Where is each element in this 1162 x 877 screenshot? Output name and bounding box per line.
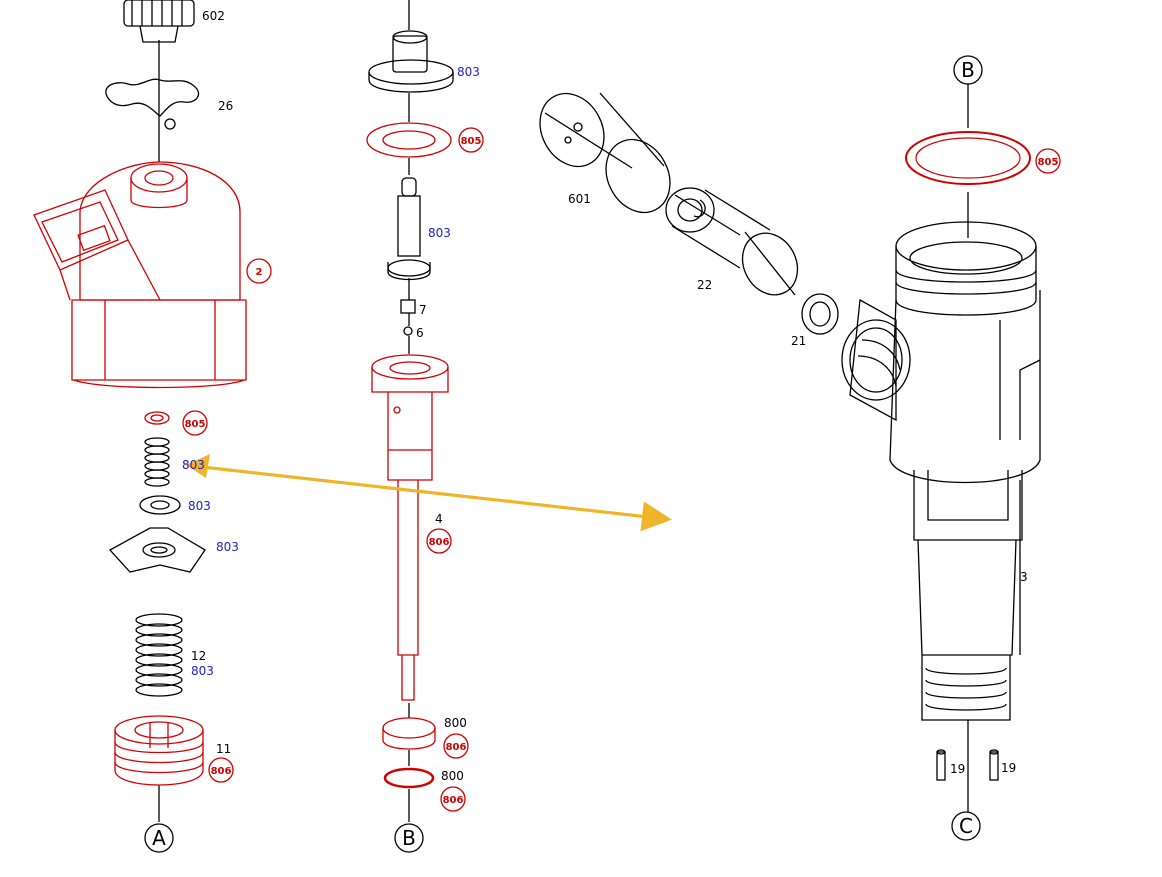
label-803-top: 803	[457, 65, 480, 79]
clip-washer-part	[139, 495, 181, 515]
valve-head-part	[368, 30, 454, 93]
label-806-4: 806	[429, 537, 450, 548]
threaded-plug-22-part	[665, 187, 799, 296]
injector-body-part	[841, 221, 1041, 721]
callout-c-text: C	[959, 814, 973, 838]
highlight-arrow-head	[186, 454, 210, 478]
wire-clip-part	[105, 78, 200, 117]
label-803-armature: 803	[216, 540, 239, 554]
label-806-11: 806	[211, 766, 232, 777]
label-806-b: 806	[443, 795, 464, 806]
solenoid-body-part	[33, 161, 247, 389]
seal-ring-part	[366, 122, 452, 158]
locating-pin-left-part	[936, 749, 946, 781]
locating-pin-right-part	[989, 749, 999, 781]
label-19-a: 19	[950, 762, 965, 776]
valve-body-part	[371, 354, 449, 701]
top-seal-ring-part	[905, 131, 1031, 185]
column-c-assembly	[841, 55, 1041, 841]
small-sleeve-part	[400, 299, 416, 314]
large-spring-part	[135, 613, 183, 697]
knurled-cap-part	[123, 0, 195, 43]
label-3: 3	[1020, 570, 1028, 584]
callout-a-text: A	[152, 826, 166, 850]
label-19-b: 19	[1001, 761, 1016, 775]
small-spring-part	[144, 437, 170, 487]
label-4: 4	[435, 512, 443, 526]
highlight-arrow-shaft	[201, 465, 667, 521]
lower-seal-part	[382, 717, 436, 750]
column-a-assembly	[33, 0, 247, 853]
label-803-stem: 803	[428, 226, 451, 240]
part-labels: 602 26 2 805 803 803 803 12 803 11 806 8…	[152, 9, 1058, 850]
label-805-c: 805	[1038, 157, 1059, 168]
label-800-a: 800	[444, 716, 467, 730]
callout-circle-b-bottom	[394, 823, 424, 853]
callout-b-top-text: B	[961, 58, 975, 82]
label-806-a: 806	[446, 742, 467, 753]
valve-stem-part	[387, 177, 431, 281]
label-22: 22	[697, 278, 712, 292]
column-b-assembly	[366, 0, 454, 853]
label-803-spring: 803	[182, 458, 205, 472]
label-6: 6	[416, 326, 424, 340]
label-805-b: 805	[461, 136, 482, 147]
label-805-a: 805	[185, 419, 206, 430]
small-ring-part	[144, 411, 170, 425]
label-7: 7	[419, 303, 427, 317]
small-ball-part	[403, 326, 413, 336]
label-12: 12	[191, 649, 206, 663]
callout-b-bottom-text: B	[402, 826, 416, 850]
label-26: 26	[218, 99, 233, 113]
red-badges	[182, 127, 1061, 812]
label-2: 2	[256, 267, 263, 278]
callout-circle-c	[951, 811, 981, 841]
armature-plate-part	[108, 527, 206, 573]
label-800-b: 800	[441, 769, 464, 783]
connector-assembly	[539, 92, 839, 335]
label-11: 11	[216, 742, 231, 756]
label-803-washer: 803	[188, 499, 211, 513]
threaded-nut-part	[114, 715, 204, 786]
cap-601-part	[539, 92, 671, 214]
label-601: 601	[568, 192, 591, 206]
label-602: 602	[202, 9, 225, 23]
label-21: 21	[791, 334, 806, 348]
callout-circle-a	[144, 823, 174, 853]
washer-21-part	[801, 293, 839, 335]
label-803-12: 803	[191, 664, 214, 678]
o-ring-part	[383, 767, 435, 789]
